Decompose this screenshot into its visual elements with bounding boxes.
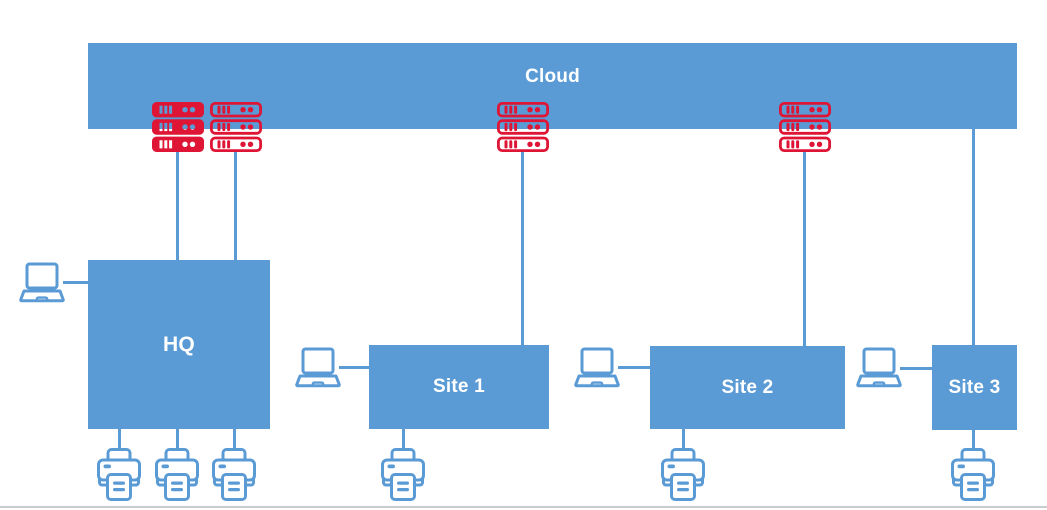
connector-site3-printer6 xyxy=(972,430,975,449)
printer-icon-site3[interactable] xyxy=(951,448,995,501)
connector-server1-hq xyxy=(176,152,179,260)
site2-label: Site 2 xyxy=(721,376,774,398)
server-rack-icon-hq[interactable] xyxy=(210,102,262,152)
printer-icon-hq-3[interactable] xyxy=(212,448,256,501)
connector-laptop-hq xyxy=(63,281,89,284)
connector-laptop-site3 xyxy=(900,367,933,370)
printer-icon-hq-1[interactable] xyxy=(97,448,141,501)
site3-label: Site 3 xyxy=(948,376,1001,398)
connector-hq-printer1 xyxy=(118,429,121,449)
site3-node[interactable]: Site 3 xyxy=(932,345,1017,430)
site1-node[interactable]: Site 1 xyxy=(369,345,549,429)
laptop-icon-site3[interactable] xyxy=(855,347,903,389)
server-rack-icon-site1[interactable] xyxy=(497,102,549,152)
connector-site2-printer5 xyxy=(682,429,685,449)
connector-server3-site1 xyxy=(521,152,524,345)
connector-laptop-site2 xyxy=(618,366,651,369)
bottom-divider-line xyxy=(0,506,1047,508)
connector-hq-printer3 xyxy=(233,429,236,449)
connector-hq-printer2 xyxy=(176,429,179,449)
printer-icon-site1[interactable] xyxy=(381,448,425,501)
connector-server2-hq xyxy=(234,152,237,260)
laptop-icon-site2[interactable] xyxy=(573,347,621,389)
hq-label: HQ xyxy=(163,332,195,356)
printer-icon-site2[interactable] xyxy=(661,448,705,501)
site1-label: Site 1 xyxy=(433,376,485,397)
connector-server4-site2 xyxy=(803,152,806,346)
laptop-icon-site1[interactable] xyxy=(294,347,342,389)
cloud-label: Cloud xyxy=(525,66,580,87)
laptop-icon-hq[interactable] xyxy=(18,262,66,304)
connector-cloud-site3 xyxy=(972,129,975,345)
connector-laptop-site1 xyxy=(339,366,370,369)
server-rack-icon-solid-hq[interactable] xyxy=(152,102,204,152)
connector-site1-printer4 xyxy=(402,429,405,449)
printer-icon-hq-2[interactable] xyxy=(155,448,199,501)
server-rack-icon-site2[interactable] xyxy=(779,102,831,152)
hq-node[interactable]: HQ xyxy=(88,260,270,429)
site2-node[interactable]: Site 2 xyxy=(650,346,845,429)
